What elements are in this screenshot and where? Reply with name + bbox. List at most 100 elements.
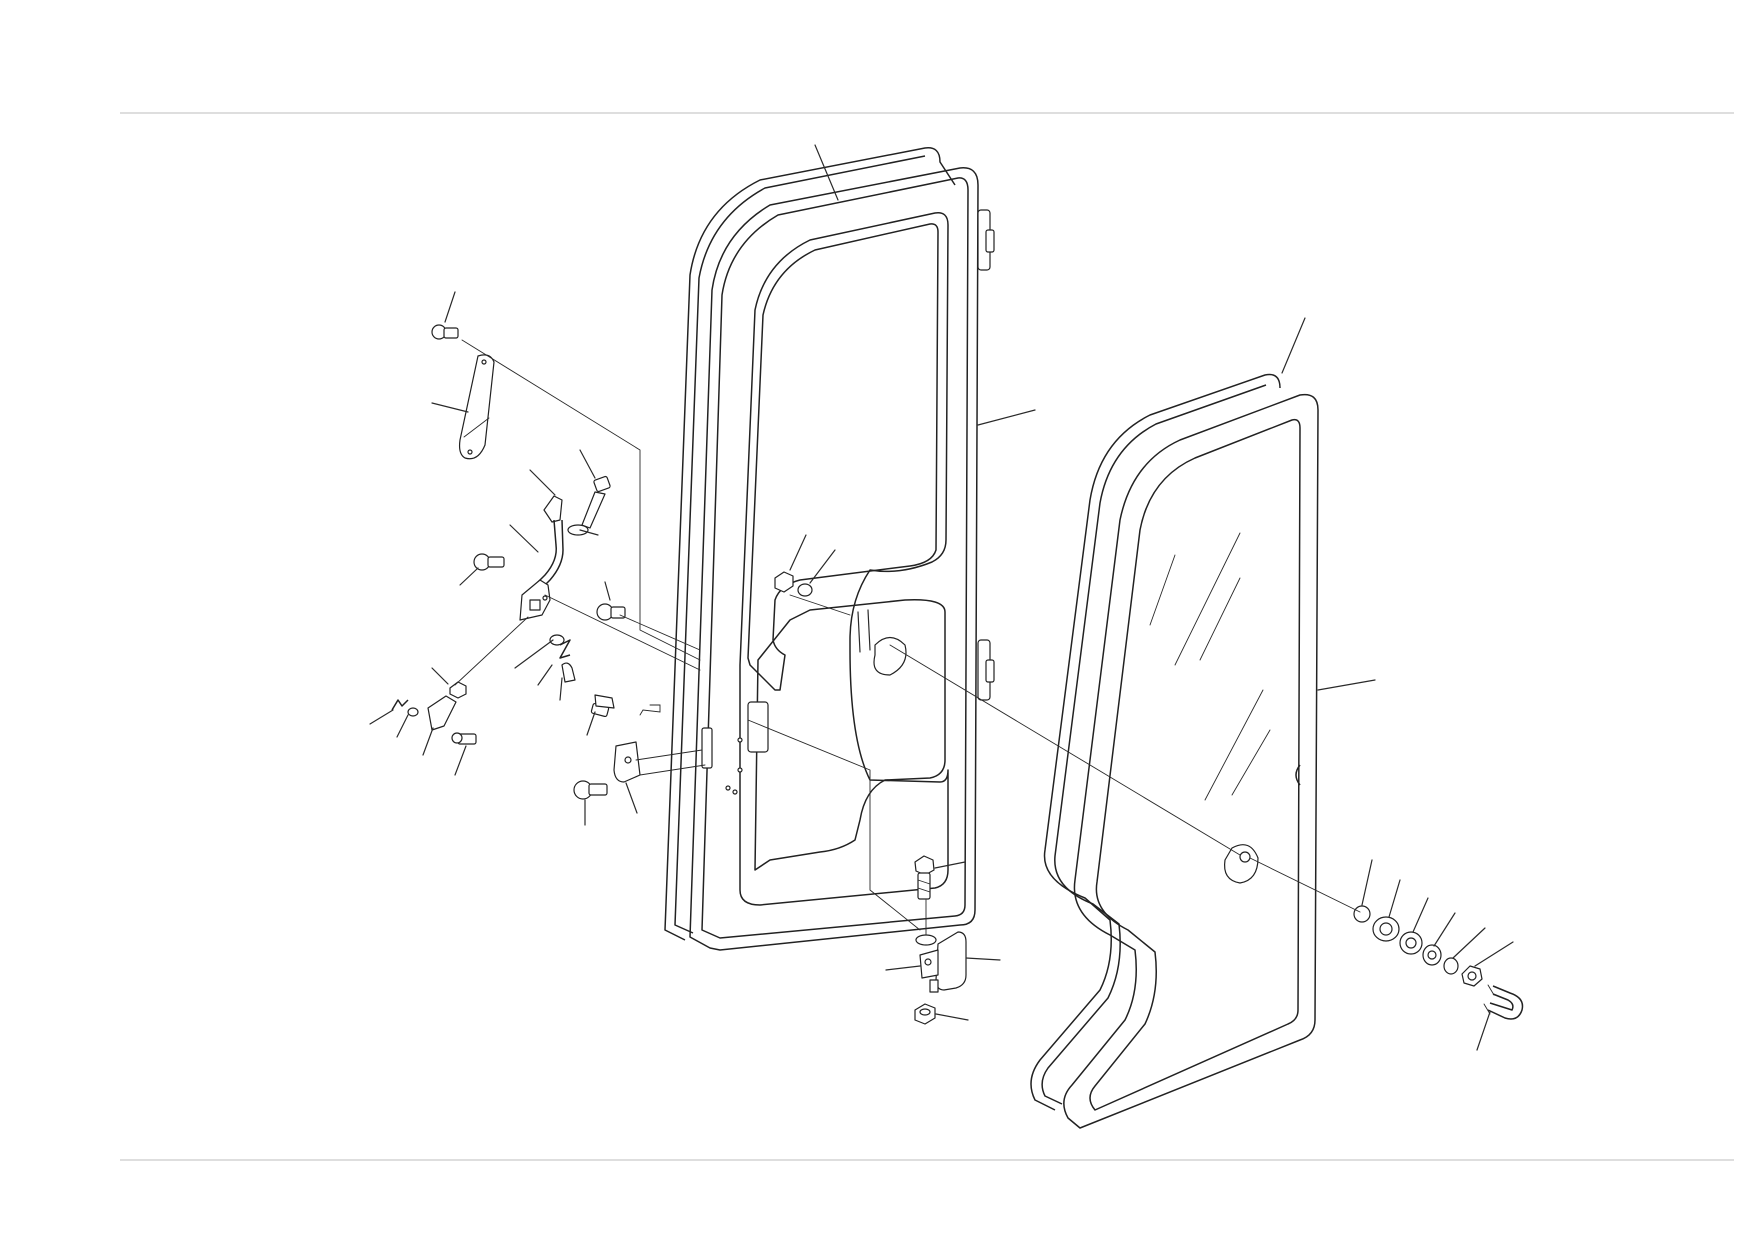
door-frame-outer bbox=[689, 167, 979, 951]
frame-hole-3 bbox=[732, 789, 738, 795]
latch-clip bbox=[391, 699, 409, 711]
door-frame-inner-1 bbox=[701, 177, 969, 939]
leader-striker-bracket bbox=[885, 965, 921, 971]
leader-lever-washer bbox=[396, 714, 409, 738]
striker-bolt-thread-1 bbox=[917, 879, 931, 885]
catch-nut bbox=[774, 571, 794, 593]
catch-washer bbox=[797, 583, 813, 597]
latch-mechanism bbox=[391, 324, 641, 800]
striker-washer bbox=[915, 934, 937, 946]
leader-striker-plate bbox=[965, 957, 1001, 961]
leader-latch-bolt bbox=[459, 567, 479, 586]
leader-cover-bolt bbox=[444, 291, 456, 323]
frame-hole-2 bbox=[737, 767, 743, 773]
latch-to-nut-line bbox=[454, 616, 529, 686]
cover-plate bbox=[458, 354, 495, 460]
flat-washer-inner bbox=[1405, 937, 1417, 949]
door-seal-inner bbox=[674, 155, 926, 934]
leader-latch-pin bbox=[559, 677, 563, 701]
leader-latch-cable bbox=[509, 524, 539, 553]
leader-frame-bolt bbox=[604, 581, 611, 601]
latch-bolt-shank bbox=[487, 556, 505, 568]
leader-spring-washer bbox=[514, 639, 554, 669]
striker-assembly bbox=[914, 855, 967, 1025]
striker-base-line bbox=[639, 764, 706, 776]
cover-plate-fold bbox=[463, 417, 490, 438]
frame-hole-4 bbox=[725, 785, 731, 791]
leader-cover-plate bbox=[431, 402, 469, 413]
glass-bolt-centerline bbox=[889, 644, 1241, 856]
leader-rubber-washer bbox=[1433, 912, 1456, 947]
lever-washer bbox=[407, 707, 419, 717]
leader-striker-bolt bbox=[934, 861, 966, 869]
lock-washer bbox=[1443, 957, 1459, 975]
door-lock-plate bbox=[747, 701, 769, 753]
leader-cable-bolt bbox=[579, 449, 596, 479]
door-window-opening-inner bbox=[747, 223, 939, 691]
leader-latch-spring bbox=[537, 664, 553, 686]
callout-leaders bbox=[369, 144, 1514, 1051]
hex-nut-hole bbox=[1467, 971, 1477, 981]
pin-centerline bbox=[639, 704, 661, 716]
striker-vertical-line bbox=[747, 719, 921, 931]
sheet-border-lines bbox=[120, 112, 1734, 1161]
door-window-catch bbox=[873, 636, 907, 676]
glass-pane bbox=[1089, 418, 1301, 1111]
glass-reflection-1 bbox=[1149, 554, 1176, 626]
glass-seal-outer bbox=[1030, 373, 1281, 1111]
striker-base-hole bbox=[624, 756, 632, 764]
leader-lock-washer bbox=[1452, 927, 1486, 959]
latch-pin bbox=[561, 662, 576, 683]
latch-cable-2 bbox=[534, 519, 564, 596]
striker-plate bbox=[935, 931, 967, 991]
striker-bracket-hole bbox=[924, 958, 932, 966]
cable-bolt-head bbox=[593, 475, 611, 493]
leader-striker-base bbox=[625, 782, 638, 814]
leader-linkage-bolt bbox=[586, 711, 596, 736]
leader-lever-bolt bbox=[454, 745, 467, 776]
striker-bolt-shank bbox=[917, 872, 931, 900]
leader-hex-nut bbox=[1474, 941, 1514, 967]
frame-hardware bbox=[774, 571, 813, 597]
striker-base-line-2 bbox=[635, 749, 703, 761]
glass-panel-outer bbox=[1063, 393, 1319, 1129]
leader-cable-bracket bbox=[529, 469, 556, 496]
spring-washer bbox=[549, 634, 565, 646]
leader-lever-bracket bbox=[422, 727, 434, 756]
grommet bbox=[1353, 905, 1371, 923]
striker-bolt-thread-2 bbox=[917, 887, 931, 893]
leader-flat-washer bbox=[1412, 897, 1429, 933]
latch-slot bbox=[529, 599, 541, 611]
catch-rod-2 bbox=[857, 611, 861, 653]
u-bolt-inner bbox=[1489, 993, 1514, 1011]
rubber-washer-inner bbox=[1427, 950, 1437, 960]
leader-latch-nut bbox=[431, 667, 449, 685]
leader-door-frame bbox=[977, 409, 1036, 426]
linkage-plate bbox=[594, 694, 615, 709]
latch-hole bbox=[542, 595, 548, 601]
striker-nut-hole bbox=[919, 1008, 931, 1016]
latch-centerline bbox=[544, 594, 701, 671]
u-bolt-thread-1 bbox=[1487, 984, 1495, 996]
cover-plate-hole-bottom bbox=[467, 449, 473, 455]
lower-hinge-pin bbox=[985, 659, 995, 683]
u-bolt-thread-2 bbox=[1483, 1003, 1491, 1015]
door-frame bbox=[664, 147, 995, 951]
glass-tab bbox=[1295, 764, 1301, 786]
leader-catch-nut bbox=[789, 534, 807, 571]
striker-clip bbox=[929, 979, 939, 993]
glass-hole-center bbox=[1239, 851, 1251, 863]
frame-hole-1 bbox=[737, 737, 743, 743]
leader-grommet bbox=[1361, 859, 1373, 906]
u-bolt bbox=[1487, 985, 1524, 1020]
door-latch-slot bbox=[701, 727, 713, 769]
lever-bracket bbox=[427, 695, 457, 731]
latch-spring bbox=[559, 639, 571, 659]
glass-mounting-hole bbox=[1223, 844, 1259, 884]
frame-bolt-centerline bbox=[619, 614, 701, 651]
door-glass bbox=[1030, 373, 1319, 1129]
cable-bolt-shank bbox=[581, 491, 606, 529]
door-window-opening bbox=[739, 212, 949, 906]
glass-reflection-2 bbox=[1174, 532, 1241, 666]
upper-hinge-pin bbox=[985, 229, 995, 253]
